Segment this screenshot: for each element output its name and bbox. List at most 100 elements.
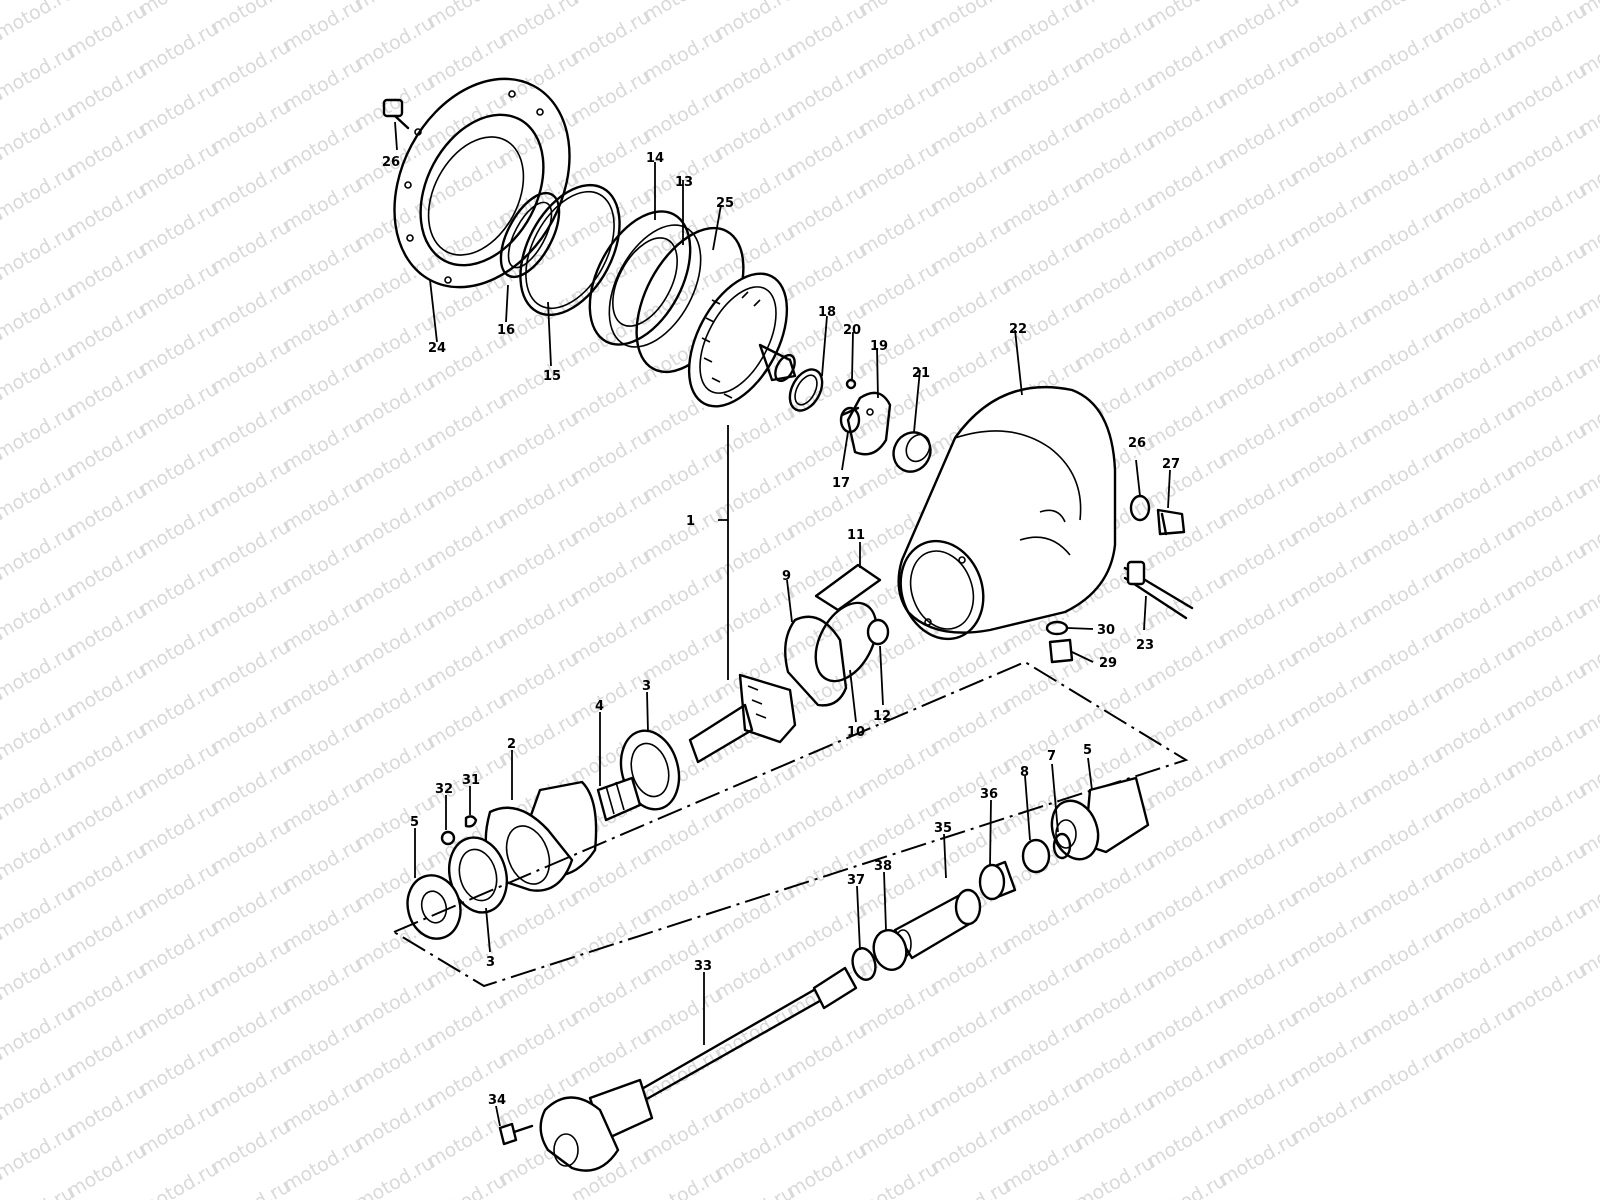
- watermark-text: motod.ru: [280, 894, 366, 957]
- cover-bolt: [382, 98, 410, 130]
- callout-33: 33: [694, 959, 712, 974]
- watermark-text: motod.ru: [1504, 420, 1590, 483]
- callout-4: 4: [595, 699, 604, 714]
- watermark-text: motod.ru: [568, 66, 654, 129]
- watermark-text: motod.ru: [640, 0, 726, 26]
- watermark-text: motod.ru: [1288, 186, 1374, 249]
- watermark-text: motod.ru: [1072, 1152, 1158, 1200]
- watermark-text: motod.ru: [0, 1002, 78, 1065]
- watermark-text: motod.ru: [208, 36, 294, 99]
- watermark-text: motod.ru: [856, 198, 942, 261]
- breather-23: [1123, 560, 1194, 620]
- watermark-text: motod.ru: [1216, 708, 1302, 771]
- callout-27: 27: [1162, 457, 1180, 472]
- watermark-text: motod.ru: [352, 12, 438, 75]
- watermark-text: motod.ru: [1144, 870, 1230, 933]
- watermark-text: motod.ru: [1072, 1092, 1158, 1155]
- callout-35: 35: [934, 821, 952, 836]
- watermark-text: motod.ru: [208, 516, 294, 579]
- watermark-text: motod.ru: [1360, 24, 1446, 87]
- watermark-text: motod.ru: [712, 942, 798, 1005]
- watermark-text: motod.ru: [136, 1038, 222, 1101]
- watermark-text: motod.ru: [784, 0, 870, 62]
- watermark-text: motod.ru: [1432, 0, 1518, 44]
- watermark-text: motod.ru: [1432, 522, 1518, 585]
- bolt-31: [464, 815, 478, 828]
- watermark-text: motod.ru: [280, 834, 366, 897]
- watermark-text: motod.ru: [136, 858, 222, 921]
- watermark-text: motod.ru: [352, 972, 438, 1035]
- callout-3-lower: 3: [486, 955, 495, 970]
- watermark-text: motod.ru: [208, 96, 294, 159]
- watermark-text: motod.ru: [1144, 990, 1230, 1053]
- callout-9: 9: [782, 569, 791, 584]
- watermark-text: motod.ru: [928, 336, 1014, 399]
- watermark-text: motod.ru: [1432, 162, 1518, 225]
- watermark-text: motod.ru: [280, 534, 366, 597]
- watermark-text: motod.ru: [0, 42, 78, 105]
- callout-37: 37: [847, 873, 865, 888]
- watermark-text: motod.ru: [1504, 360, 1590, 423]
- watermark-text: motod.ru: [136, 1098, 222, 1161]
- watermark-text: motod.ru: [1288, 6, 1374, 69]
- watermark-text: motod.ru: [352, 252, 438, 315]
- watermark-text: motod.ru: [1216, 168, 1302, 231]
- watermark-text: motod.ru: [1288, 66, 1374, 129]
- watermark-text: motod.ru: [1360, 204, 1446, 267]
- watermark-text: motod.ru: [280, 174, 366, 237]
- watermark-text: motod.ru: [1288, 546, 1374, 609]
- watermark-text: motod.ru: [352, 1092, 438, 1155]
- watermark-text: motod.ru: [136, 1158, 222, 1200]
- watermark-text: motod.ru: [640, 804, 726, 867]
- watermark-text: motod.ru: [208, 156, 294, 219]
- callout-labels: 26 24 16 15 14 13 25 18 20 19 21 17 22 2…: [382, 151, 1180, 1108]
- watermark-text: motod.ru: [1000, 954, 1086, 1017]
- watermark-text: motod.ru: [1144, 30, 1230, 93]
- watermark-text: motod.ru: [280, 234, 366, 297]
- watermark-text: motod.ru: [712, 762, 798, 825]
- watermark-text: motod.ru: [712, 882, 798, 945]
- watermark-text: motod.ru: [496, 528, 582, 591]
- watermark-text: motod.ru: [0, 282, 78, 345]
- watermark-text: motod.ru: [424, 210, 510, 273]
- watermark-text: motod.ru: [1360, 0, 1446, 26]
- watermark-text: motod.ru: [1216, 228, 1302, 291]
- watermark-text: motod.ru: [352, 312, 438, 375]
- watermark-text: motod.ru: [1360, 624, 1446, 687]
- leader-lines: [394, 121, 1171, 1127]
- watermark-text: motod.ru: [856, 978, 942, 1041]
- watermark-text: motod.ru: [352, 792, 438, 855]
- watermark-text: motod.ru: [136, 18, 222, 81]
- watermark-text: motod.ru: [712, 1062, 798, 1125]
- watermark-text: motod.ru: [136, 558, 222, 621]
- bushing-36: [978, 860, 1017, 901]
- watermark-text: motod.ru: [1072, 132, 1158, 195]
- watermark-text: motod.ru: [208, 336, 294, 399]
- watermark-text: motod.ru: [1360, 324, 1446, 387]
- watermark-text: motod.ru: [64, 60, 150, 123]
- watermark-text: motod.ru: [496, 948, 582, 1011]
- watermark-text: motod.ru: [1288, 1086, 1374, 1149]
- watermark-text: motod.ru: [208, 1116, 294, 1179]
- watermark-text: motod.ru: [856, 258, 942, 321]
- callout-18: 18: [818, 305, 836, 320]
- watermark-text: motod.ru: [208, 216, 294, 279]
- watermark-text: motod.ru: [136, 498, 222, 561]
- shim-10: [814, 601, 878, 683]
- watermark-text: motod.ru: [1288, 366, 1374, 429]
- watermark-text: motod.ru: [1072, 912, 1158, 975]
- watermark-text: motod.ru: [352, 432, 438, 495]
- watermark-text: motod.ru: [0, 822, 78, 885]
- watermark-text: motod.ru: [424, 1110, 510, 1173]
- watermark-text: motod.ru: [496, 888, 582, 951]
- watermark-text: motod.ru: [928, 36, 1014, 99]
- oil-seal-16: [499, 191, 561, 279]
- watermark-text: motod.ru: [424, 0, 510, 32]
- watermark-text: motod.ru: [1144, 1050, 1230, 1113]
- watermark-text: motod.ru: [352, 1032, 438, 1095]
- sleeve-35: [893, 888, 982, 960]
- watermark-text: motod.ru: [928, 276, 1014, 339]
- watermark-text: motod.ru: [1000, 54, 1086, 117]
- watermark-text: motod.ru: [1360, 1044, 1446, 1107]
- watermark-text: motod.ru: [1000, 114, 1086, 177]
